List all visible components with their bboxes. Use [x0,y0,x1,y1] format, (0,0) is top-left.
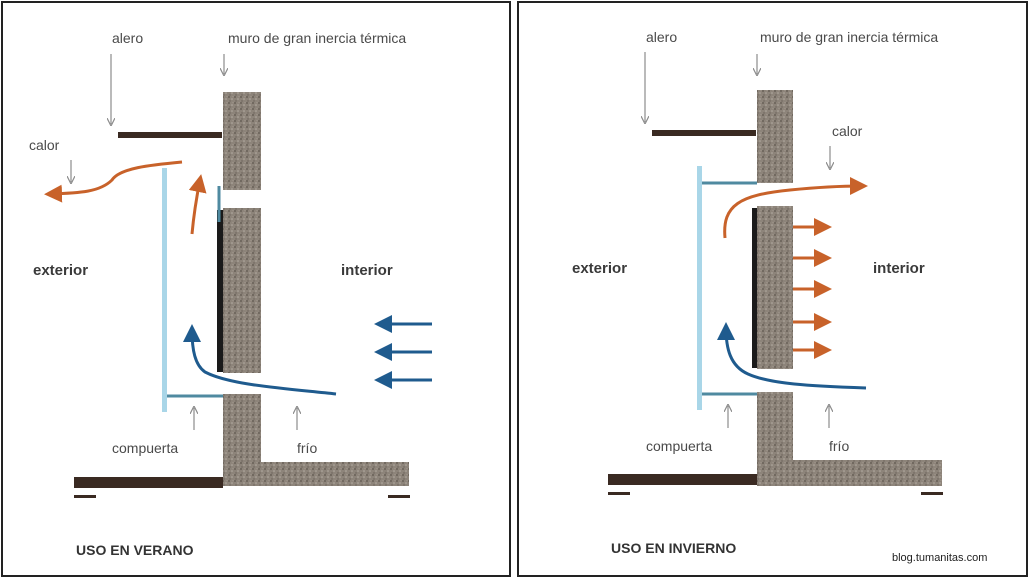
winter-eave [652,130,756,136]
summer-cold-air-flow-arrow [183,324,337,396]
winter-frio-label: frío [829,438,849,454]
winter-caption: USO EN INVIERNO [611,540,736,556]
summer-calor-label: calor [29,137,60,153]
winter-base-slab [608,474,757,485]
winter-wall-upper [757,90,793,183]
winter-alero-label: alero [646,29,677,45]
winter-glazing [697,166,702,410]
summer-eave [118,132,222,138]
winter-wall-lower [757,392,793,486]
winter-calor-label: calor [832,123,863,139]
source-credit: blog.tumanitas.com [892,552,987,564]
winter-panel: alero muro de gran inercia térmica calor… [517,1,1028,577]
summer-floor-slab [261,462,409,486]
summer-panel: alero muro de gran inercia térmica calor… [1,1,511,577]
summer-ground-mark-right [388,495,410,498]
winter-ground-mark-right [921,492,943,495]
summer-ground-mark-left [74,495,96,498]
winter-warm-air-into-room-arrow [723,177,868,239]
winter-compuerta-label: compuerta [646,438,712,454]
winter-frame [517,1,1028,577]
summer-interior-label: interior [341,262,393,279]
summer-glazing [162,168,167,412]
summer-wall-middle [223,208,261,373]
winter-interior-label: interior [873,260,925,277]
winter-ground-mark-left [608,492,630,495]
winter-exterior-label: exterior [572,260,627,277]
summer-exterior-label: exterior [33,262,88,279]
winter-cold-air-flow-arrow [717,322,867,390]
summer-frame [1,1,511,577]
summer-muro-label: muro de gran inercia térmica [228,30,406,46]
winter-muro-label: muro de gran inercia térmica [760,29,938,45]
summer-wall-upper [223,92,261,190]
summer-frio-label: frío [297,440,317,456]
summer-compuerta-label: compuerta [112,440,178,456]
winter-wall-black-face [752,208,757,368]
summer-base-slab [74,477,223,488]
winter-wall-middle [757,206,793,369]
summer-alero-label: alero [112,30,143,46]
summer-hot-air-exhaust-arrow [44,160,183,203]
summer-rising-hot-air-arrow [188,174,207,235]
winter-floor-slab [793,460,942,486]
summer-wall-black-face [217,210,223,372]
summer-caption: USO EN VERANO [76,542,194,558]
summer-wall-lower [223,394,261,486]
